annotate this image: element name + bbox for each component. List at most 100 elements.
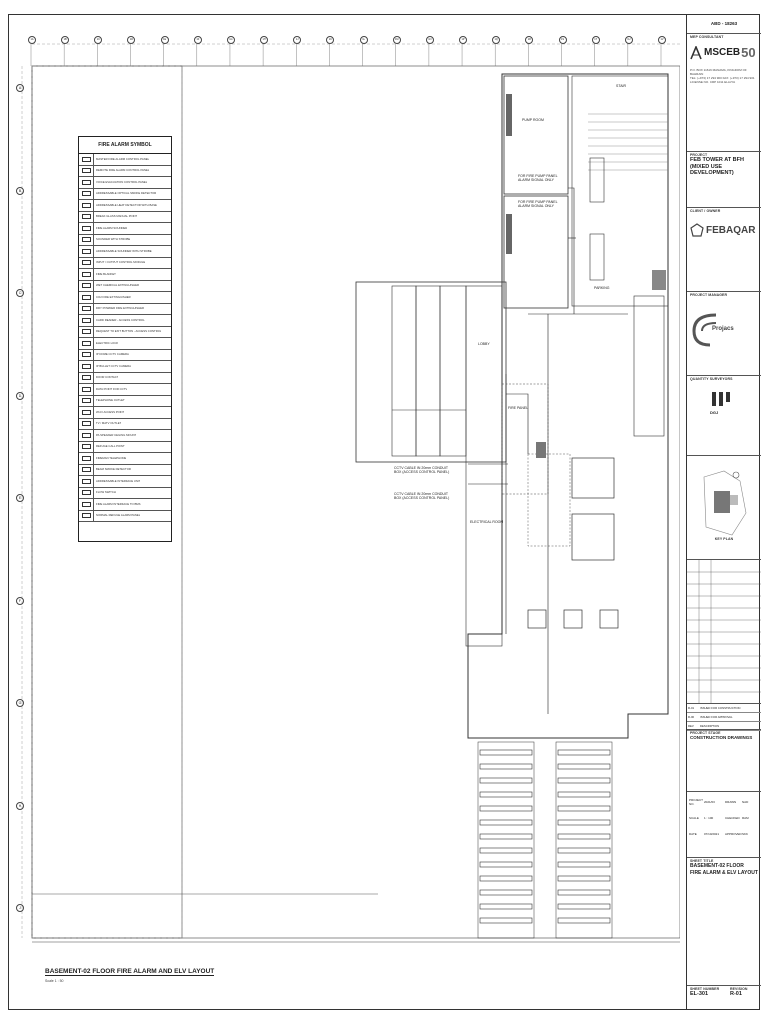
- parking-bay-stripe: [557, 847, 611, 854]
- stair-core: [571, 75, 669, 307]
- pump-room-label: PUMP ROOM: [522, 118, 544, 122]
- parking-bay-stripe: [557, 833, 611, 840]
- grid-bubble-left: J: [16, 904, 24, 912]
- drawing-scale: Scale 1 : 50: [45, 979, 64, 983]
- legend-row: REMOTE FIRE ALARM CONTROL PANEL: [79, 165, 171, 177]
- legend-symbol-icon: [79, 338, 94, 349]
- parking-bay-stripe: [479, 875, 533, 882]
- legend-row: ELECTRIC LOCK: [79, 338, 171, 350]
- parking-stripes: [479, 749, 611, 924]
- legend-row: BEAM SMOKE DETECTOR: [79, 464, 171, 476]
- legend-row: ADDRESSABLE INTERFACE UNIT: [79, 476, 171, 488]
- legend-symbol-icon: [79, 257, 94, 268]
- parking-bay-stripe: [479, 749, 533, 756]
- stage-value: CONSTRUCTION DRAWINGS: [690, 735, 753, 740]
- dgj-logo-icon: [712, 392, 730, 406]
- riser-zone: [501, 383, 549, 495]
- legend-symbol-icon: [79, 188, 94, 199]
- pump-room-2: [503, 195, 569, 309]
- parking-bay-stripe: [557, 875, 611, 882]
- grid-columns: [30, 44, 662, 66]
- stair-treads: [588, 113, 668, 171]
- parking-bays: [477, 741, 613, 939]
- legend-symbol-icon: [79, 407, 94, 418]
- grid-bubble-top: 1J: [293, 36, 302, 44]
- legend-symbol-icon: [79, 246, 94, 257]
- legend-rows: MASTER FIRE ALARM CONTROL PANEL REMOTE FI…: [79, 154, 171, 522]
- fire-panel-block: [536, 442, 546, 458]
- qs-logo: DGJ: [710, 391, 758, 415]
- stair-label: STAIR: [616, 84, 627, 88]
- legend-description: WET CHEMICAL EXTINGUISHER: [96, 284, 140, 288]
- legend-description: MASTER FIRE ALARM CONTROL PANEL: [96, 157, 150, 161]
- pump-panel-1: [506, 94, 512, 136]
- parking-bay-stripe: [557, 749, 611, 756]
- legend-symbol-icon: [79, 395, 94, 406]
- legend-description: FIRE ALARM SOUNDER: [96, 226, 128, 230]
- date-label: DATE: [689, 832, 697, 836]
- cable-routes: [468, 187, 628, 714]
- grid-bubble-left: E: [16, 494, 24, 502]
- consultant-name: MSCEB: [704, 47, 741, 58]
- grid-bubble-left: B: [16, 186, 24, 195]
- grid-bubble-left: F: [16, 596, 24, 605]
- grid-bubble-top: 1P: [459, 36, 468, 44]
- parking-bay-stripe: [479, 805, 533, 812]
- info-cell: PROJECT NO. 2021/03 DRAWN NAD SCALE 1 : …: [687, 792, 761, 858]
- legend-description: REFUGE CALL POINT: [96, 445, 125, 449]
- legend-row: VOICE EVACUATION CONTROL PANEL: [79, 177, 171, 189]
- sheet-number-cell: SHEET NUMBER EL-301 REVISION R-01: [687, 986, 761, 1010]
- legend-symbol-icon: [79, 372, 94, 383]
- parking-bay-stripe: [479, 819, 533, 826]
- qs-label: QUANTITY SURVEYORS: [690, 377, 733, 381]
- legend-description: FIREMAN TELEPHONE: [96, 456, 127, 460]
- legend-description: IP DOME CCTV CAMERA: [96, 353, 129, 357]
- scale-label: SCALE: [689, 816, 699, 820]
- grid-bubble-top: 1D: [127, 36, 136, 44]
- legend-row: PA SPEAKER CEILING MOUNT: [79, 430, 171, 442]
- parking-bay-stripe: [479, 847, 533, 854]
- legend-symbol-icon: [79, 349, 94, 360]
- consultant-years: 50: [741, 45, 756, 60]
- sheet-no: EL-301: [690, 991, 709, 997]
- project-no-value: 2021/03: [704, 800, 715, 804]
- revision-value: R-01: [730, 991, 742, 997]
- project-label: PROJECT: [690, 153, 708, 157]
- stage-label: PROJECT STAGE: [690, 731, 721, 735]
- legend-description: PA SPEAKER CEILING MOUNT: [96, 433, 137, 437]
- keyplan-cell: KEY PLAN: [687, 456, 761, 560]
- legend-description: TELEPHONE OUTLET: [96, 399, 125, 403]
- client-logo: FEBAQAR: [690, 223, 758, 237]
- grid-bubble-top: 1K: [326, 36, 335, 44]
- legend-description: IP BULLET CCTV CAMERA: [96, 364, 132, 368]
- legend-description: REMOTE FIRE ALARM CONTROL PANEL: [96, 169, 150, 173]
- parking-bay-stripe: [479, 777, 533, 784]
- grid-bubble-top: 1T: [591, 36, 600, 44]
- core-box-1: [571, 457, 615, 499]
- key-plan-diagram: [703, 470, 747, 536]
- ref-number-cell: ABD - 18263: [687, 14, 761, 34]
- central-duct-zone: [527, 453, 571, 547]
- legend-row: CARD READER - ACCESS CONTROL: [79, 315, 171, 327]
- client-cell: CLIENT / OWNER FEBAQAR: [687, 208, 761, 292]
- parking-bay-stripe: [557, 861, 611, 868]
- sheet-title-1: BASEMENT-02 FLOOR: [690, 863, 744, 869]
- legend-description: INPUT / OUTPUT CONTROL MODULE: [96, 261, 146, 265]
- pump-room-1: [503, 75, 569, 195]
- ref-number: ABD - 18263: [710, 21, 738, 26]
- parking-bay-stripe: [479, 763, 533, 770]
- legend-row: NORMAL REFUGE ALARM PANEL: [79, 510, 171, 522]
- legend-row: FIRE ALARM SOUNDER: [79, 223, 171, 235]
- revision-grid: [687, 560, 761, 704]
- project-no-label: PROJECT NO.: [689, 798, 703, 806]
- legend-title: FIRE ALARM SYMBOL: [79, 137, 171, 154]
- parking-bay-stripe: [557, 917, 611, 924]
- legend-description: NORMAL REFUGE ALARM PANEL: [96, 514, 141, 518]
- fire-panel-label: FIRE PANEL: [508, 406, 529, 410]
- legend-symbol-icon: [79, 165, 94, 176]
- consultant-address-1: P.O. BOX 11616 MANAMA, KINGDOM OF BAHRAI…: [690, 68, 747, 76]
- legend-row: ADDRESSABLE HEAT DETECTOR WITH BASE: [79, 200, 171, 212]
